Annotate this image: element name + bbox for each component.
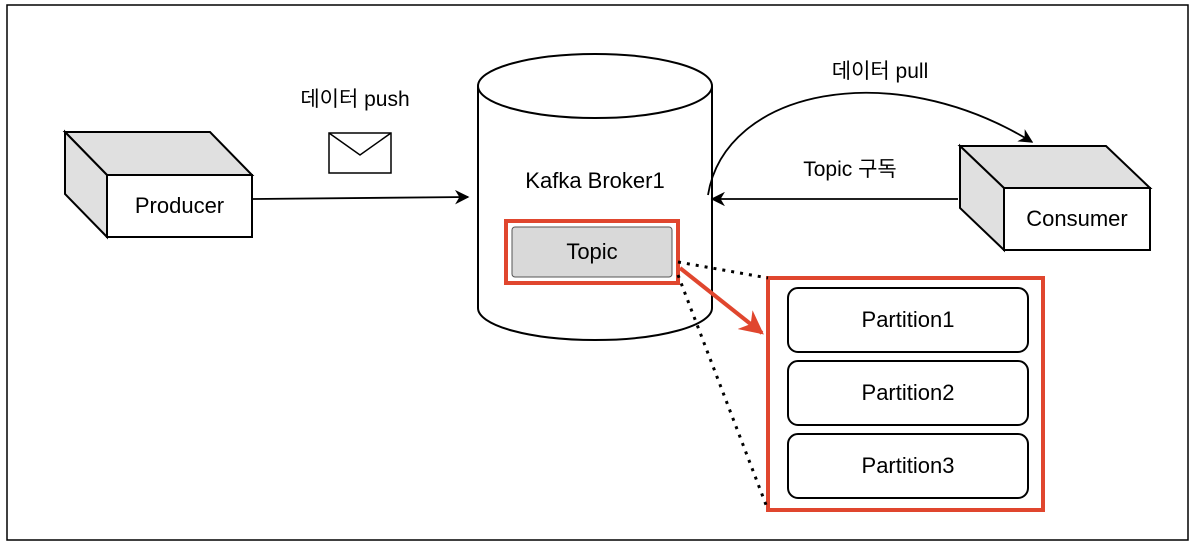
envelope-icon: [328, 132, 392, 174]
topic-highlight: [504, 219, 680, 285]
diagram-frame: [6, 4, 1189, 541]
partition-label-1: Partition1: [861, 307, 955, 332]
pull-arrow: [707, 92, 1034, 196]
partition-label-3: Partition3: [861, 453, 955, 478]
partition-label-2: Partition2: [861, 380, 955, 405]
broker-label: Kafka Broker1: [525, 168, 665, 193]
topic-partition-dotted-bottom: [676, 274, 770, 511]
partition-group-highlight: [766, 276, 1045, 512]
topic-box: [511, 226, 673, 278]
topic-partition-arrow: [678, 266, 764, 335]
push-label: 데이터 push: [300, 88, 410, 111]
push-arrow: [251, 189, 470, 205]
producer-box: [62, 129, 255, 240]
consumer-box: [957, 143, 1153, 253]
partition-box-2: [787, 360, 1029, 426]
subscribe-label: Topic 구독: [803, 158, 897, 181]
partition-box-1: [787, 287, 1029, 353]
producer-label: Producer: [134, 193, 225, 218]
topic-label: Topic: [566, 239, 618, 264]
topic-partition-dotted-top: [677, 260, 769, 280]
pull-label: 데이터 pull: [831, 60, 929, 83]
partition-box-3: [787, 433, 1029, 499]
consumer-label: Consumer: [1026, 206, 1128, 231]
